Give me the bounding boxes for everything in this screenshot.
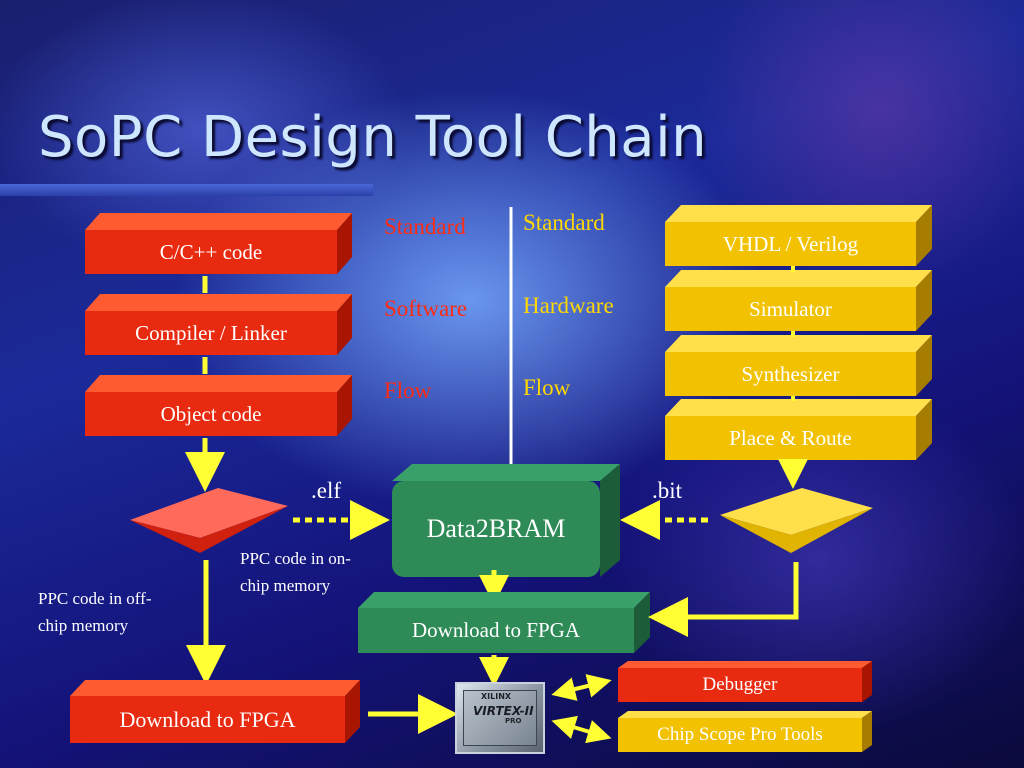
onchip-note: PPC code in on- chip memory [240, 545, 351, 599]
chip-die [463, 690, 537, 746]
hw-box-shapes [665, 205, 932, 460]
sw-download-to-fpga: Download to FPGA [70, 696, 345, 743]
data2bram-label: Data2BRAM [426, 514, 566, 543]
chip-brand-text: XILINX [481, 692, 512, 701]
onchip-note-line1: PPC code in on- [240, 549, 351, 568]
sw-download-label: Download to FPGA [119, 706, 296, 732]
hw-box-place-route: Place & Route [665, 416, 916, 460]
hw-flow-label-2: Hardware [523, 293, 614, 318]
hw-download-to-fpga: Download to FPGA [358, 608, 634, 653]
chip-name-text: VIRTEX-II [473, 704, 534, 718]
sw-box-compiler-linker-label: Compiler / Linker [135, 320, 287, 345]
data2bram-box: Data2BRAM [392, 481, 600, 577]
bit-label: .bit [652, 478, 683, 503]
hw-box-place-route-label: Place & Route [729, 425, 852, 450]
hw-download-label: Download to FPGA [411, 618, 580, 642]
sw-box-object-code-label: Object code [160, 401, 262, 426]
offchip-note-line2: chip memory [38, 616, 129, 635]
hw-diamond [720, 488, 873, 553]
hw-box-vhdl-verilog-label: VHDL / Verilog [722, 231, 859, 256]
hw-box-simulator-label: Simulator [749, 296, 832, 321]
hw-box-vhdl-verilog: VHDL / Verilog [665, 222, 916, 266]
data2bram-shape [392, 464, 620, 577]
sw-diamond [130, 488, 288, 553]
chip-sub-text: PRO [505, 717, 522, 725]
onchip-note-line2: chip memory [240, 576, 331, 595]
sw-box-shapes [85, 213, 352, 436]
offchip-note: PPC code in off- chip memory [38, 585, 152, 639]
hw-flow-label-1: Standard [523, 210, 605, 235]
sw-box-compiler-linker: Compiler / Linker [85, 311, 337, 355]
slide-title: SoPC Design Tool Chain [38, 105, 708, 170]
offchip-note-line1: PPC code in off- [38, 589, 152, 608]
debugger-box: Debugger [618, 668, 862, 702]
sw-box-c-code: C/C++ code [85, 230, 337, 274]
sw-flow-label-2: Software [384, 296, 468, 321]
virtex-ii-pro-chip-image: XILINX VIRTEX-II PRO [455, 682, 545, 754]
hw-flow-label-3: Flow [523, 375, 571, 400]
hw-box-simulator: Simulator [665, 287, 916, 331]
debugger-label: Debugger [702, 674, 778, 695]
hw-box-synthesizer: Synthesizer [665, 352, 916, 396]
chipscope-box: Chip Scope Pro Tools [618, 718, 862, 752]
sw-box-object-code: Object code [85, 392, 337, 436]
hw-box-synthesizer-label: Synthesizer [741, 361, 840, 386]
sw-flow-label-1: Standard [384, 214, 466, 239]
chipscope-label: Chip Scope Pro Tools [657, 724, 823, 745]
sw-box-c-code-label: C/C++ code [159, 239, 263, 264]
elf-label: .elf [311, 478, 342, 503]
sw-flow-label-3: Flow [384, 378, 432, 403]
title-underline [0, 184, 373, 196]
